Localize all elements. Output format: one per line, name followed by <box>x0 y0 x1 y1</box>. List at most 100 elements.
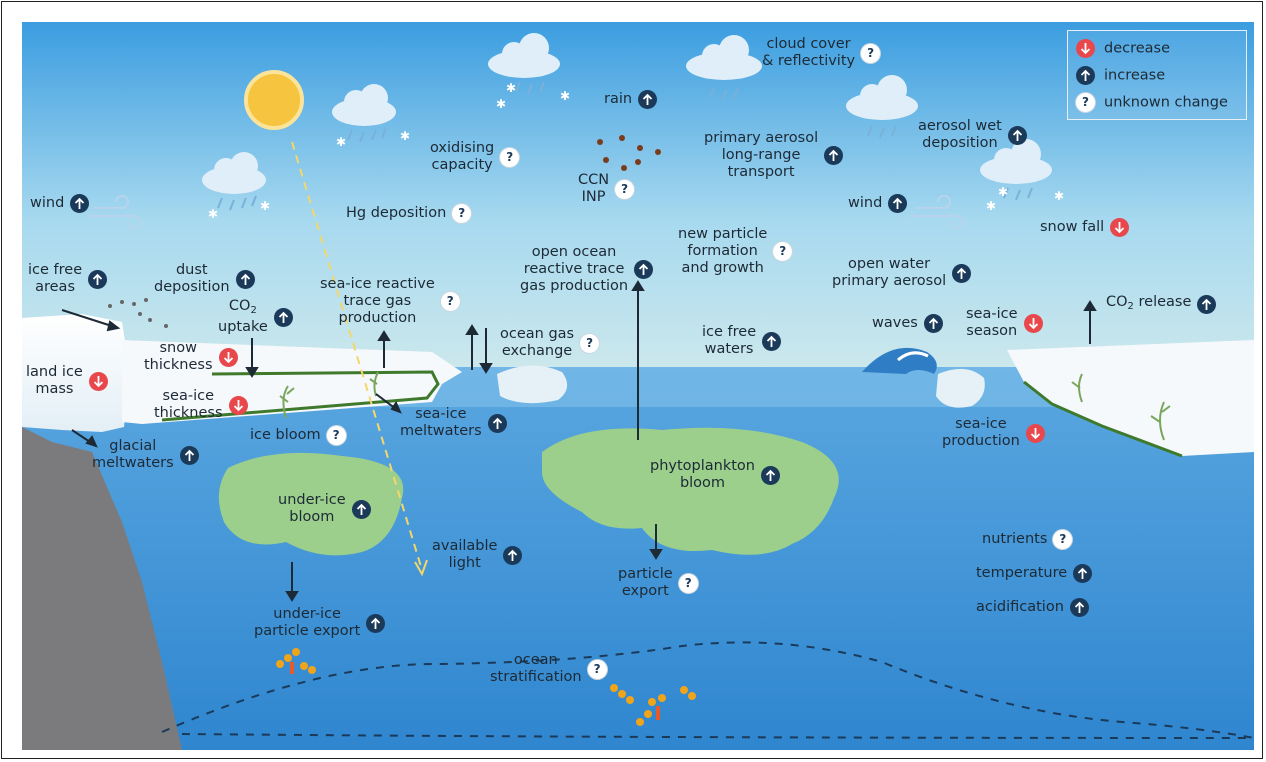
label-waves: waves <box>872 314 943 333</box>
increase-icon <box>1197 295 1217 314</box>
under-ice-bloom <box>218 452 404 556</box>
increase-icon <box>273 307 293 327</box>
legend-increase: increase <box>1076 66 1165 85</box>
increase-icon <box>1076 66 1095 85</box>
svg-text:✱: ✱ <box>986 199 996 213</box>
increase-icon <box>503 545 523 565</box>
label-hg-deposition: Hg deposition? <box>346 204 472 223</box>
unknown-change-icon: ? <box>1053 530 1073 549</box>
unknown-change-icon: ? <box>773 242 793 261</box>
wind-left-icon <box>88 195 141 229</box>
decrease-icon <box>218 347 238 367</box>
light-beam <box>291 141 423 571</box>
increase-icon <box>88 269 108 289</box>
svg-text:✱: ✱ <box>400 129 410 143</box>
label-co2-release: CO2 release <box>1106 294 1217 315</box>
wind-right-icon <box>910 195 963 229</box>
svg-text:✱: ✱ <box>336 135 346 149</box>
ccn-particles-icon <box>597 135 661 171</box>
dust-particles-icon <box>108 298 168 328</box>
unknown-change-icon: ? <box>326 426 346 445</box>
increase-icon <box>760 465 780 485</box>
label-acidification: acidification <box>976 598 1089 617</box>
increase-icon <box>351 499 371 519</box>
label-wind-right: wind <box>848 194 908 213</box>
unknown-change-icon: ? <box>440 292 460 311</box>
increase-icon <box>923 314 943 333</box>
legend-decrease: decrease <box>1076 39 1170 58</box>
unknown-change-icon: ? <box>861 43 881 63</box>
increase-icon <box>888 194 908 213</box>
sea-ice-algae-line <box>161 370 440 422</box>
increase-icon <box>366 613 386 633</box>
increase-icon <box>70 194 90 213</box>
increase-icon <box>1007 125 1027 145</box>
decrease-icon <box>88 371 108 391</box>
svg-text:✱: ✱ <box>998 185 1008 199</box>
increase-icon <box>638 90 658 109</box>
label-nutrients: nutrients? <box>982 530 1073 549</box>
svg-text:✱: ✱ <box>496 97 506 111</box>
svg-text:✱: ✱ <box>208 207 218 221</box>
increase-icon <box>235 269 255 289</box>
phytoplankton-bloom <box>542 427 839 555</box>
decrease-icon <box>1110 218 1130 237</box>
label-ice-bloom: ice bloom? <box>250 426 346 445</box>
ice-chunk-right <box>936 368 985 408</box>
process-arrows <box>61 280 1097 602</box>
arctic-change-scene: ✱✱ ✱✱ ✱✱✱ ✱✱✱ <box>22 22 1254 750</box>
label-wind-left: wind <box>30 194 90 213</box>
increase-icon <box>487 413 507 433</box>
unknown-change-icon: ? <box>615 179 635 199</box>
unknown-change-icon: ? <box>452 204 472 223</box>
label-rain: rain <box>604 90 658 109</box>
label-cloud-cover: cloud cover& reflectivity? <box>762 36 881 70</box>
rock-cliff <box>22 427 182 750</box>
increase-icon <box>824 146 844 165</box>
unknown-change-icon: ? <box>587 659 607 679</box>
unknown-change-icon: ? <box>678 573 698 593</box>
cloud-rain-icon: ✱✱ ✱✱ ✱✱✱ ✱✱✱ <box>202 33 1064 221</box>
increase-icon <box>179 445 199 465</box>
seaweed-icon <box>279 371 1171 441</box>
increase-icon <box>762 331 782 351</box>
stratification-line <box>161 641 1254 739</box>
decrease-icon <box>228 395 248 415</box>
decrease-icon <box>1025 423 1045 443</box>
land-ice <box>22 314 130 432</box>
increase-icon <box>952 263 972 283</box>
scene-background: ✱✱ ✱✱ ✱✱✱ ✱✱✱ <box>22 22 1254 750</box>
unknown-change-icon: ? <box>500 147 520 167</box>
sea-ice-algae-right <box>1023 380 1183 458</box>
svg-text:✱: ✱ <box>560 89 570 103</box>
particles-icon <box>276 648 696 726</box>
sea-ice-floe-right <box>1007 340 1254 456</box>
ice-chunk <box>497 365 568 404</box>
legend-label-decrease: decrease <box>1104 40 1171 57</box>
increase-icon <box>1069 598 1089 617</box>
legend-label-unknown: unknown change <box>1104 94 1228 111</box>
svg-text:✱: ✱ <box>260 199 270 213</box>
